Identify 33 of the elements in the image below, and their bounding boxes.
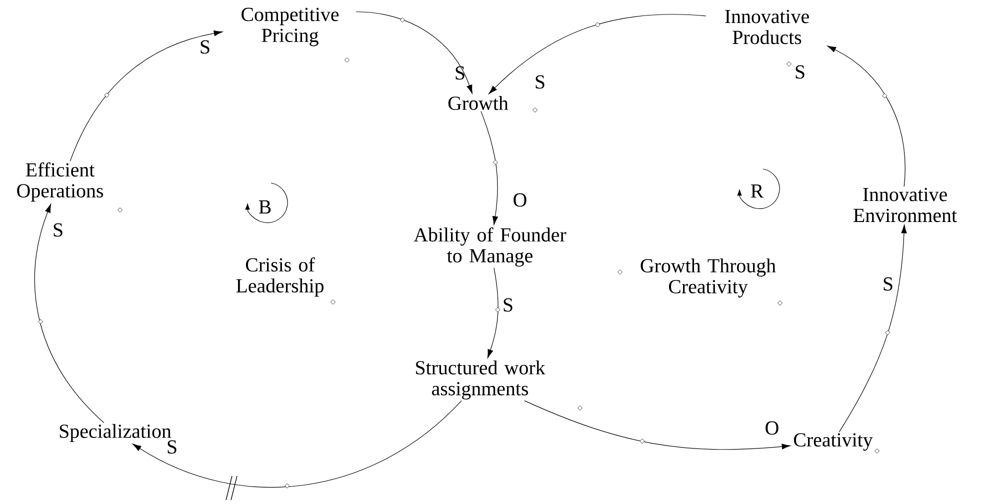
polarity-label: S xyxy=(456,66,464,80)
variable-label: Ability of Founder to Manage xyxy=(414,227,566,267)
polarity-label: S xyxy=(504,298,512,312)
arrow xyxy=(480,110,498,225)
arrow xyxy=(827,46,906,187)
variable-label: Innovative Products xyxy=(725,10,809,44)
polarity-label: S xyxy=(54,223,62,237)
variable-label: Competitive Pricing xyxy=(242,8,339,46)
variable-label: Innovative Environment xyxy=(854,188,957,222)
variable-label: Creativity xyxy=(794,433,873,451)
variable-label: Growth xyxy=(448,96,508,110)
loop-label: Crisis of Leadership xyxy=(236,257,324,297)
variable-label: Efficient Operations xyxy=(17,162,103,202)
loop-label: R xyxy=(750,184,764,198)
arrow xyxy=(838,224,907,432)
polarity-label: O xyxy=(514,193,526,207)
polarity-label: S xyxy=(200,40,210,54)
loop-label: B xyxy=(258,200,271,214)
polarity-label: S xyxy=(536,75,544,89)
arrow xyxy=(34,204,104,424)
loop-label: Growth Through Creativity xyxy=(640,258,776,298)
polarity-label: S xyxy=(796,65,804,79)
arrow xyxy=(132,400,462,488)
polarity-label: S xyxy=(884,277,892,291)
variable-label: Specialization xyxy=(60,424,172,442)
polarity-label: S xyxy=(168,440,176,454)
arrow xyxy=(70,30,223,162)
arrow xyxy=(356,11,472,94)
arrow xyxy=(487,268,500,358)
variable-label: Structured work assignments xyxy=(416,360,546,400)
arrow xyxy=(524,400,791,450)
arrow xyxy=(488,14,706,94)
polarity-label: O xyxy=(766,421,778,435)
